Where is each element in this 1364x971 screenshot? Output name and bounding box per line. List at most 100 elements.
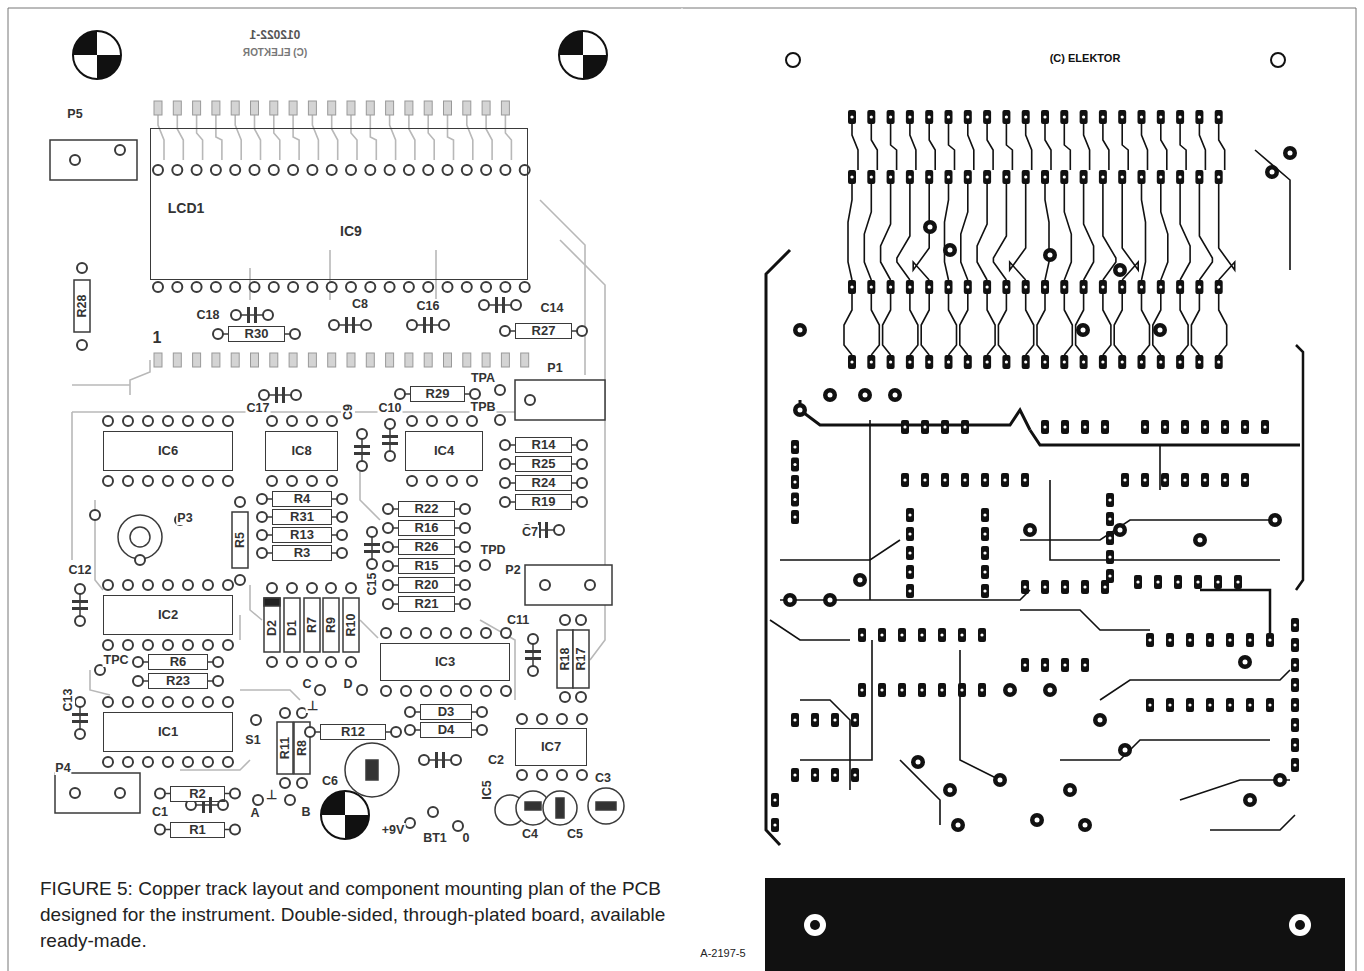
part-label: R4: [292, 492, 313, 506]
solder-pad: [346, 657, 356, 667]
mark-quadrant: [321, 791, 345, 815]
solder-pad: [500, 326, 510, 336]
drill-hole: [1196, 580, 1199, 583]
solder-pad: [250, 282, 260, 292]
part-label: C2: [487, 753, 505, 767]
capacitor-plate: [442, 752, 445, 768]
copper-pad: [1061, 580, 1069, 594]
copper-pad: [1022, 355, 1030, 369]
resistor-outline: [573, 630, 589, 688]
drill-hole: [1140, 285, 1143, 288]
track: [351, 115, 357, 160]
part-label: TPA: [470, 371, 496, 385]
drill-hole: [928, 175, 931, 178]
solder-pad: [481, 165, 491, 175]
drill-hole: [983, 532, 986, 535]
copper-pad: [783, 593, 797, 607]
part-label: R21: [413, 597, 441, 611]
solder-pad: [537, 714, 547, 724]
header-pad: [193, 353, 201, 367]
copper-pad: [901, 420, 909, 434]
drill-hole: [1103, 425, 1106, 428]
solder-pad: [326, 583, 336, 593]
solder-pad: [451, 755, 461, 765]
copper-pad: [1113, 263, 1127, 277]
solder-pad: [460, 580, 470, 590]
drill-hole: [1136, 580, 1139, 583]
solder-pad: [327, 476, 337, 486]
solder-pad: [223, 416, 233, 426]
track: [998, 294, 1006, 355]
track: [961, 184, 968, 280]
drill-hole: [793, 718, 796, 721]
copper-pad: [1060, 280, 1068, 294]
resistor-outline: R4: [272, 491, 332, 507]
copper-pad: [943, 243, 957, 257]
copper-pad: [1146, 633, 1154, 647]
track: [1103, 294, 1111, 355]
header-pad: [289, 101, 297, 115]
track: [871, 124, 877, 170]
copper-pad: [1023, 523, 1037, 537]
track: [428, 115, 434, 160]
drill-hole: [966, 285, 969, 288]
track: [883, 294, 891, 355]
resistor-outline: R3: [272, 545, 332, 561]
track: [852, 124, 858, 170]
copper-pad: [811, 768, 819, 782]
solder-pad: [404, 165, 414, 175]
copper-pad: [1138, 110, 1146, 124]
copper-pad: [1157, 170, 1165, 184]
part-label: R30: [243, 327, 271, 341]
drill-hole: [1023, 585, 1026, 588]
copper-pad: [1146, 698, 1154, 712]
solder-pad: [307, 476, 317, 486]
solder-pad: [257, 548, 267, 558]
drill-hole: [998, 778, 1003, 783]
capacitor-symbol: [338, 317, 362, 333]
copper-pad: [906, 584, 914, 598]
drill-hole: [983, 551, 986, 554]
copper-pad: [1291, 618, 1299, 632]
drill-hole: [983, 478, 986, 481]
copper-pad: [898, 683, 906, 697]
copper-pad: [1001, 473, 1009, 487]
solder-pad: [253, 795, 263, 805]
solder-pad: [280, 708, 290, 718]
copper-pad: [1141, 420, 1149, 434]
track: [197, 115, 203, 160]
copper-pad: [1099, 280, 1107, 294]
solder-pad: [143, 476, 153, 486]
track: [1020, 610, 1150, 630]
header-pad: [270, 353, 278, 367]
solder-pad: [218, 800, 228, 810]
drill-hole: [1043, 285, 1046, 288]
part-label: IC9: [338, 224, 364, 238]
drill-hole: [893, 393, 898, 398]
drill-hole: [1063, 360, 1066, 363]
drill-hole: [1217, 115, 1220, 118]
solder-pad: [481, 686, 491, 696]
part-label: IC1: [156, 725, 180, 739]
drill-hole: [1216, 580, 1219, 583]
track: [993, 184, 1006, 280]
copper-pad: [1061, 658, 1069, 672]
drill-hole: [900, 688, 903, 691]
copper-pad: [1063, 783, 1077, 797]
part-label: R26: [413, 540, 441, 554]
capacitor-plate: [382, 435, 398, 438]
copyright-mark: (C) ELEKTOR: [242, 46, 308, 60]
copper-pad: [1226, 633, 1234, 647]
copper-pad: [858, 388, 872, 402]
copper-pad: [938, 683, 946, 697]
header-pad: [289, 353, 297, 367]
drill-hole: [1243, 660, 1248, 665]
solder-pad: [557, 770, 567, 780]
solder-pad: [480, 560, 490, 570]
solder-pad: [460, 504, 470, 514]
drill-hole: [908, 589, 911, 592]
drill-hole: [1028, 528, 1033, 533]
part-label: R11: [278, 736, 292, 760]
part-label: TPB: [470, 400, 497, 414]
copper-pad: [791, 493, 799, 507]
